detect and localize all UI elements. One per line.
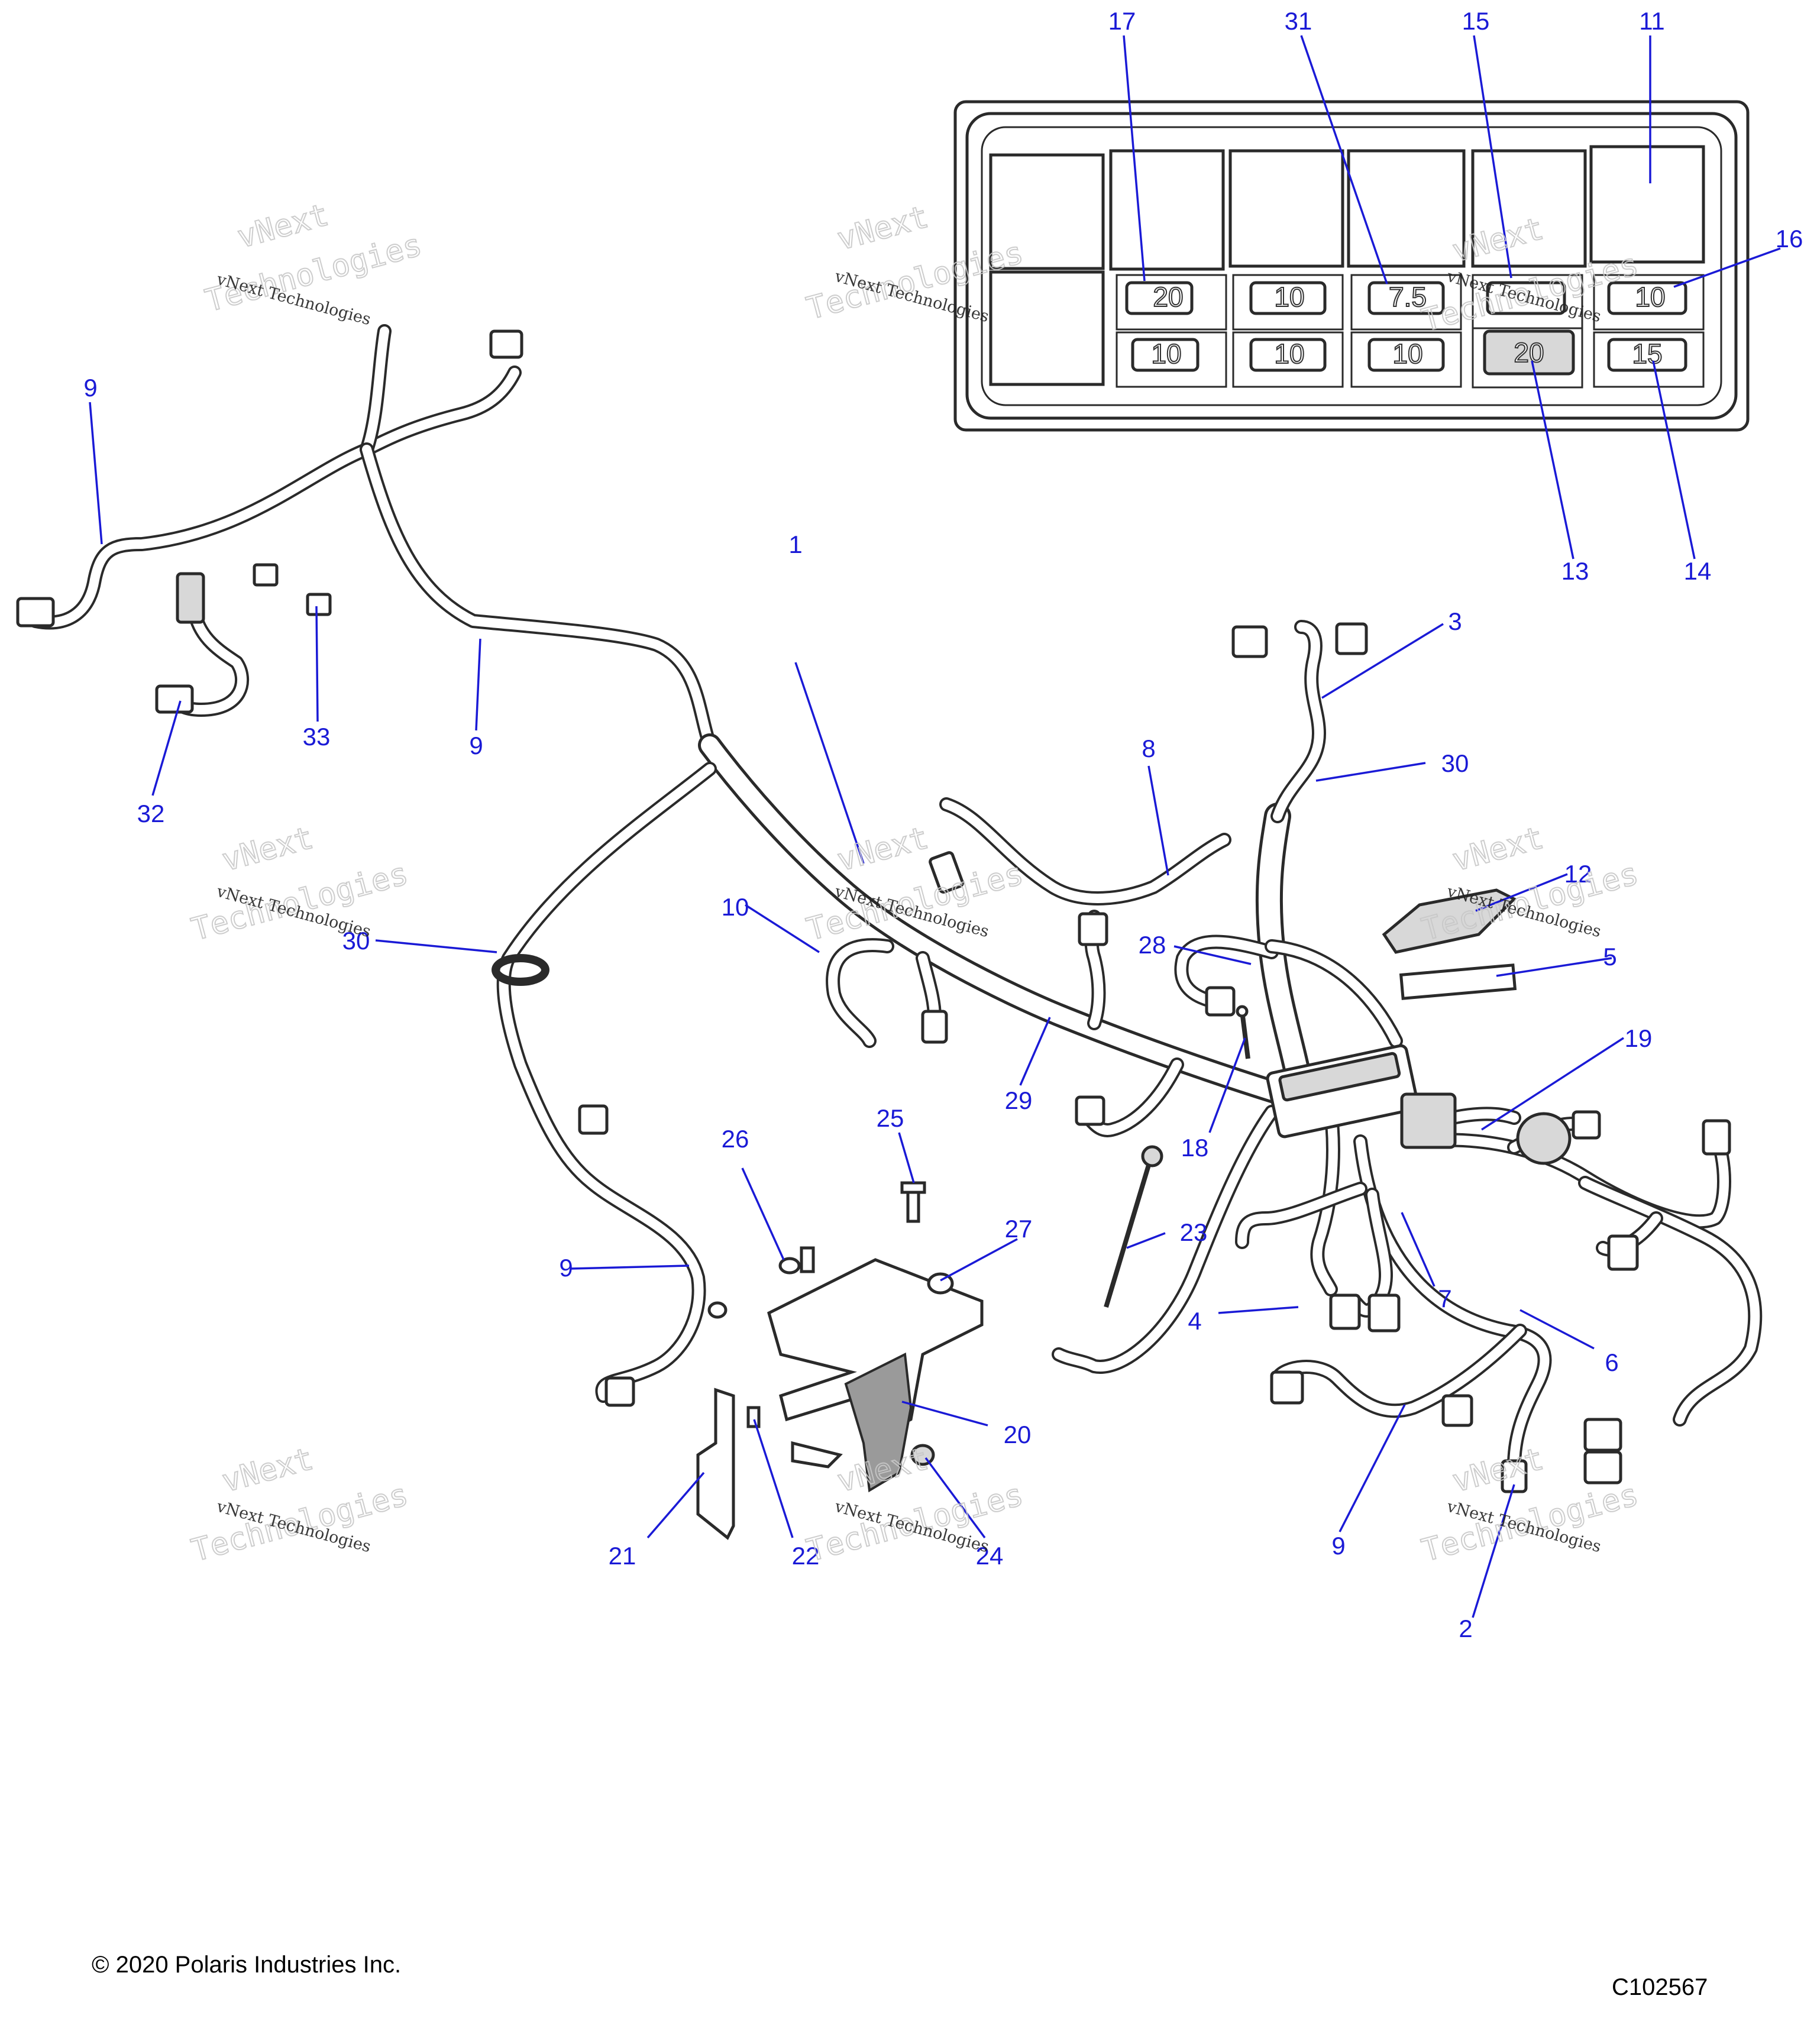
callout-9-a: 9 <box>83 374 97 402</box>
callout-1: 1 <box>788 531 802 558</box>
callout-29: 29 <box>1005 1086 1033 1114</box>
callout-28: 28 <box>1139 931 1166 959</box>
callout-19: 19 <box>1625 1024 1653 1052</box>
svg-text:vNext: vNext <box>833 199 932 257</box>
callout-12: 12 <box>1564 860 1592 888</box>
callout-numbers: 17 31 15 11 16 13 14 9 33 9 32 1 3 30 8 … <box>83 7 1803 1642</box>
fuse-14-value: 15 <box>1632 338 1662 369</box>
relay-2 <box>1109 149 1225 271</box>
callout-3: 3 <box>1448 607 1462 635</box>
module-12 <box>1382 888 1517 1000</box>
callout-33: 33 <box>303 723 331 751</box>
fuse-13-value: 20 <box>1514 337 1544 368</box>
relay-3 <box>1228 149 1344 268</box>
callout-2: 2 <box>1459 1615 1472 1642</box>
callout-16: 16 <box>1776 225 1803 253</box>
svg-text:vNext: vNext <box>234 197 332 255</box>
relay-7 <box>989 270 1105 386</box>
callout-13: 13 <box>1561 557 1589 585</box>
callout-5: 5 <box>1603 943 1616 971</box>
relay-4 <box>1347 149 1466 268</box>
callout-18: 18 <box>1181 1134 1209 1162</box>
harness-fuse-block <box>1266 1044 1572 1165</box>
callout-30-a: 30 <box>1441 749 1469 777</box>
callout-27: 27 <box>1005 1215 1033 1243</box>
fasteners <box>707 1181 954 1466</box>
callout-9-b: 9 <box>469 732 483 759</box>
callout-20: 20 <box>1004 1421 1032 1448</box>
callout-9-c: 9 <box>559 1254 573 1282</box>
svg-text:vNext: vNext <box>833 820 932 878</box>
callout-21: 21 <box>609 1542 636 1570</box>
callout-31: 31 <box>1285 7 1312 35</box>
callout-10: 10 <box>722 893 749 921</box>
callout-32: 32 <box>137 800 165 827</box>
callout-22: 22 <box>792 1542 820 1570</box>
fuse-d-value: 10 <box>1392 338 1422 369</box>
callout-4: 4 <box>1188 1307 1201 1335</box>
callout-11: 11 <box>1639 7 1665 35</box>
callout-14: 14 <box>1684 557 1712 585</box>
callout-15: 15 <box>1462 7 1490 35</box>
svg-text:vNext: vNext <box>218 1441 317 1499</box>
svg-text:Technologies: Technologies <box>188 856 412 947</box>
callout-17: 17 <box>1108 7 1136 35</box>
svg-text:vNext: vNext <box>218 820 317 878</box>
relay-6 <box>1589 145 1705 264</box>
callout-24: 24 <box>976 1542 1004 1570</box>
fuse-a-value: 10 <box>1274 282 1304 312</box>
callout-8: 8 <box>1142 735 1155 762</box>
callout-26: 26 <box>722 1125 749 1153</box>
bracket-21 <box>696 1388 735 1540</box>
wire-harness <box>16 324 1763 1493</box>
fuse-31-value: 7.5 <box>1389 282 1427 312</box>
svg-text:vNext: vNext <box>1449 1441 1547 1499</box>
copyright-text: © 2020 Polaris Industries Inc. <box>92 1952 402 1978</box>
callout-25: 25 <box>877 1104 904 1132</box>
callout-6: 6 <box>1605 1348 1618 1376</box>
fuse-17-value: 20 <box>1153 282 1183 312</box>
fuse-16-value: 10 <box>1635 282 1665 312</box>
svg-text:vNext: vNext <box>1449 820 1547 878</box>
fuse-b-value: 10 <box>1151 338 1181 369</box>
callout-7: 7 <box>1438 1285 1451 1312</box>
callout-23: 23 <box>1180 1218 1208 1246</box>
callout-9-d: 9 <box>1331 1532 1345 1560</box>
fuse-c-value: 10 <box>1274 338 1304 369</box>
diagram-id: C102567 <box>1612 1974 1708 2000</box>
bracket-20 <box>767 1258 984 1493</box>
callout-leaders <box>89 35 1781 1618</box>
relay-5 <box>1471 149 1587 268</box>
fuse-relay-box: 20 10 7.5 10 10 10 10 20 15 <box>953 100 1750 432</box>
callout-30-b: 30 <box>342 927 370 955</box>
relay-1 <box>989 153 1105 270</box>
